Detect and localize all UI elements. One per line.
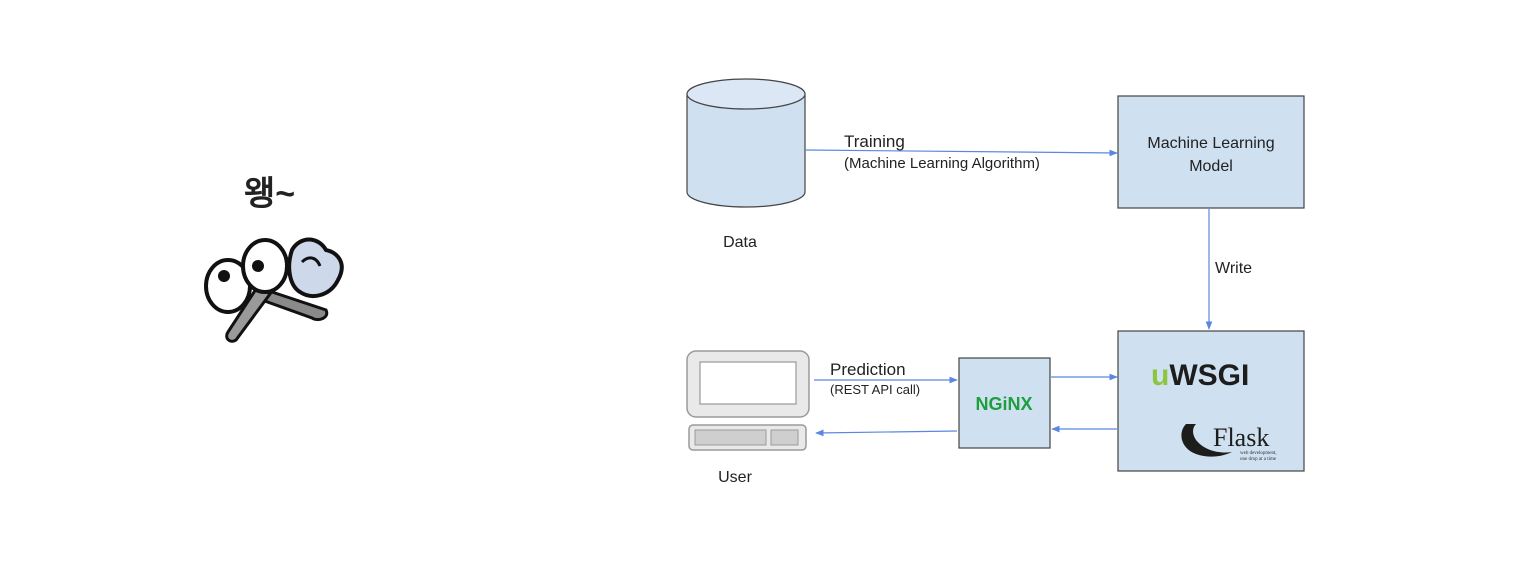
nginx-node: NGiNX bbox=[958, 357, 1051, 449]
response-arrow bbox=[815, 429, 958, 437]
flask-horn-icon bbox=[1181, 424, 1232, 457]
training-sublabel: (Machine Learning Algorithm) bbox=[844, 155, 1040, 172]
uwsgi-logo: uWSGI bbox=[1151, 359, 1249, 392]
mascot: 왱~ bbox=[204, 175, 344, 343]
server-node: uWSGI Flask web development, one drop at… bbox=[1117, 330, 1305, 472]
data-node: Data bbox=[686, 78, 806, 251]
mosquito-icon bbox=[204, 237, 344, 343]
nginx-box bbox=[958, 357, 1051, 449]
server-box bbox=[1117, 330, 1305, 472]
prediction-edge: Prediction (REST API call) bbox=[814, 360, 958, 437]
model-label-line1: Machine Learning bbox=[1147, 135, 1274, 152]
computer-icon bbox=[686, 350, 810, 451]
model-label-line2: Model bbox=[1189, 158, 1233, 175]
mascot-caption: 왱~ bbox=[244, 175, 295, 213]
flask-tagline-line2: one drop at a time bbox=[1240, 457, 1277, 462]
uwsgi-logo-prefix: u bbox=[1151, 359, 1169, 392]
model-node: Machine Learning Model bbox=[1117, 95, 1305, 209]
data-label: Data bbox=[723, 234, 757, 251]
prediction-sublabel: (REST API call) bbox=[830, 382, 920, 397]
model-box bbox=[1117, 95, 1305, 209]
user-node: User bbox=[686, 350, 810, 486]
flask-tagline-line1: web development, bbox=[1240, 451, 1277, 456]
flask-logo-text: Flask bbox=[1213, 423, 1269, 452]
database-icon bbox=[686, 78, 806, 208]
user-label: User bbox=[718, 469, 752, 486]
prediction-label: Prediction bbox=[830, 360, 906, 379]
write-label: Write bbox=[1215, 260, 1252, 277]
training-edge: Training (Machine Learning Algorithm) bbox=[805, 132, 1118, 172]
training-arrow bbox=[805, 149, 1118, 157]
flask-logo: Flask web development, one drop at a tim… bbox=[1181, 423, 1277, 462]
uwsgi-logo-text: WSGI bbox=[1169, 359, 1249, 392]
write-edge: Write bbox=[1205, 209, 1252, 330]
nginx-logo: NGiNX bbox=[975, 394, 1032, 414]
training-label: Training bbox=[844, 132, 905, 151]
